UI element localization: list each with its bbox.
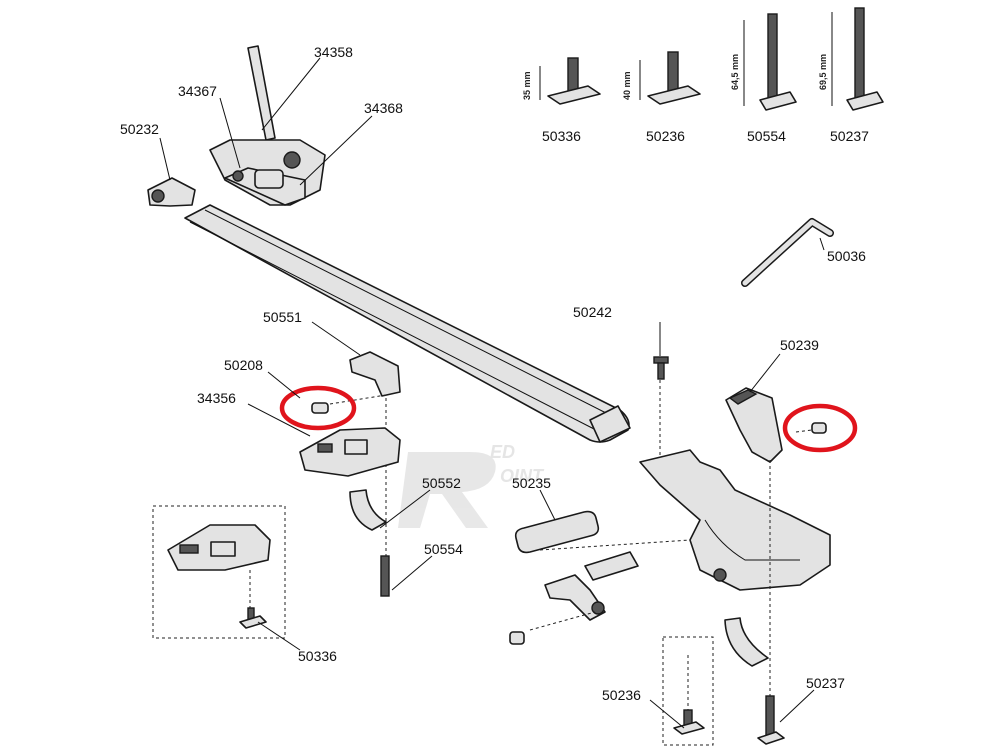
label-50242: 50242 — [573, 304, 612, 320]
part-labels: 34358 34367 34368 50232 50336 50236 5055… — [120, 44, 869, 703]
label-34358: 34358 — [314, 44, 353, 60]
svg-text:ED: ED — [490, 442, 515, 462]
clamp-part-50232 — [147, 177, 196, 207]
allen-key-50036 — [741, 218, 834, 287]
nut-small — [509, 631, 525, 645]
label-50232: 50232 — [120, 121, 159, 137]
label-50236: 50236 — [602, 687, 641, 703]
label-34356: 34356 — [197, 390, 236, 406]
label-50551: 50551 — [263, 309, 302, 325]
clip-50552 — [349, 489, 387, 531]
label-50237-top: 50237 — [830, 128, 869, 144]
highlight-ring-left — [279, 385, 357, 431]
main-rail-bar — [184, 204, 631, 443]
svg-text:35 mm: 35 mm — [522, 71, 532, 100]
bolt-50237-lower — [757, 695, 785, 745]
svg-text:64,5 mm: 64,5 mm — [730, 54, 740, 90]
wheel-holder-assembly — [209, 45, 326, 206]
label-50239: 50239 — [780, 337, 819, 353]
label-50208: 50208 — [224, 357, 263, 373]
highlight-ring-right — [782, 403, 858, 453]
label-50554: 50554 — [424, 541, 463, 557]
label-50237: 50237 — [806, 675, 845, 691]
screw-50242 — [653, 356, 669, 380]
optional-parts-box-left — [152, 505, 286, 639]
pin-50239-right — [811, 422, 827, 434]
clip-right — [724, 617, 769, 667]
lever-50239 — [725, 387, 783, 463]
label-50552: 50552 — [422, 475, 461, 491]
bracket-50551 — [349, 351, 401, 397]
label-50336: 50336 — [298, 648, 337, 664]
svg-text:OINT: OINT — [500, 466, 545, 486]
base-plate-34356 — [299, 427, 401, 477]
label-50236-top: 50236 — [646, 128, 685, 144]
t-bolt-50236: 40 mm — [622, 51, 701, 105]
label-50036: 50036 — [827, 248, 866, 264]
bolt-50554-lower — [380, 555, 390, 597]
pin-50208 — [311, 402, 329, 414]
long-bolt-50237: 69,5 mm — [818, 7, 884, 111]
leader-lines — [159, 57, 825, 729]
label-34367: 34367 — [178, 83, 217, 99]
label-50554-top: 50554 — [747, 128, 786, 144]
svg-text:40 mm: 40 mm — [622, 71, 632, 100]
label-34368: 34368 — [364, 100, 403, 116]
svg-text:69,5 mm: 69,5 mm — [818, 54, 828, 90]
label-50336-top: 50336 — [542, 128, 581, 144]
t-bolt-50336: 35 mm — [522, 57, 601, 105]
long-bolt-50554: 64,5 mm — [730, 13, 797, 111]
optional-parts-box-right — [662, 636, 714, 746]
redpoint-watermark-logo: ED OINT — [398, 442, 545, 528]
foot-body-assembly — [639, 449, 831, 591]
sleeve-50235 — [514, 510, 600, 554]
threaded-rod-assembly — [544, 551, 639, 621]
label-50235: 50235 — [512, 475, 551, 491]
